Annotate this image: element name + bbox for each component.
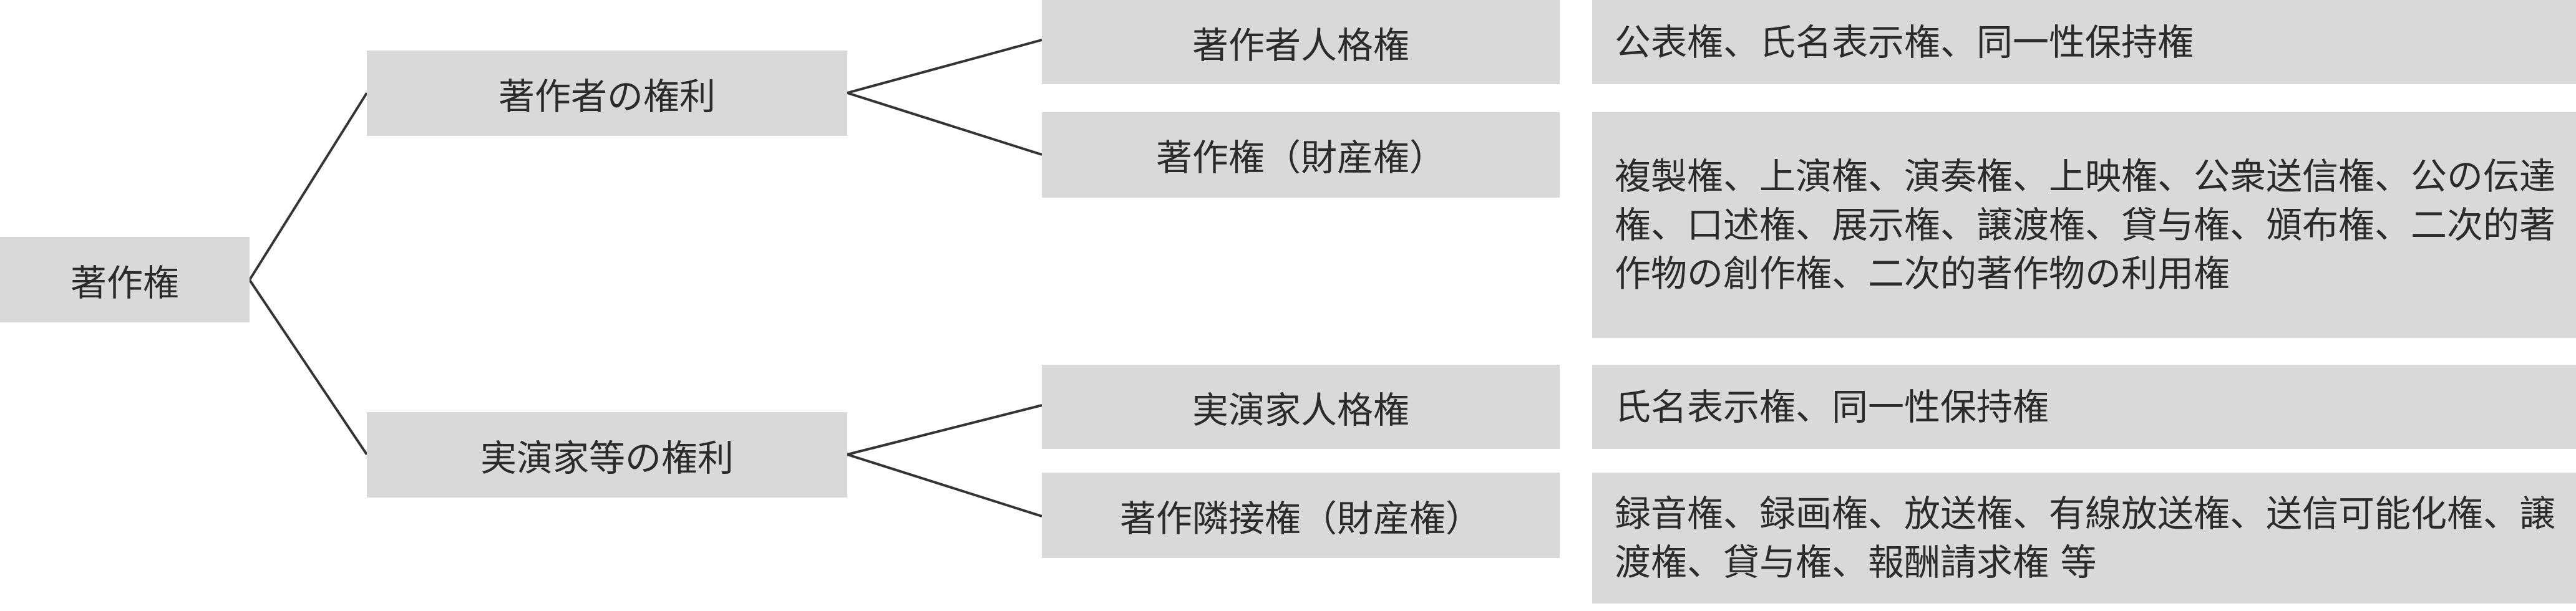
branch-performer-rights: 実演家等の権利: [367, 412, 847, 498]
root-node: 著作権: [0, 237, 250, 322]
branch-author-rights-label: 著作者の権利: [498, 75, 716, 118]
node-copyright-property-label: 著作権（財産権）: [1155, 137, 1446, 179]
node-performer-moral-rights-label: 実演家人格権: [1192, 388, 1409, 431]
desc-author-moral-rights-text: 公表権、氏名表示権、同一性保持権: [1615, 21, 2194, 64]
connector-performer-to-neighboring: [847, 453, 1043, 517]
connector-root-to-author-rights: [248, 92, 368, 281]
node-copyright-property: 著作権（財産権）: [1042, 112, 1560, 198]
desc-neighboring-rights: 録音権、録画権、放送権、有線放送権、送信可能化権、譲渡権、貸与権、報酬請求権 等: [1592, 473, 2576, 604]
desc-author-moral-rights: 公表権、氏名表示権、同一性保持権: [1592, 0, 2576, 84]
node-neighboring-rights: 著作隣接権（財産権）: [1042, 473, 1560, 558]
desc-copyright-property: 複製権、上演権、演奏権、上映権、公衆送信権、公の伝達権、口述権、展示権、譲渡権、…: [1592, 112, 2576, 338]
connector-author-to-property: [847, 92, 1043, 156]
connector-performer-to-moral: [847, 404, 1043, 456]
connector-root-to-performer-rights: [248, 279, 368, 456]
branch-author-rights: 著作者の権利: [367, 51, 847, 136]
desc-performer-moral-rights-text: 氏名表示権、同一性保持権: [1615, 385, 2049, 428]
connector-author-to-moral: [847, 39, 1043, 94]
desc-copyright-property-text: 複製権、上演権、演奏権、上映権、公衆送信権、公の伝達権、口述権、展示権、譲渡権、…: [1615, 155, 2556, 295]
node-neighboring-rights-label: 著作隣接権（財産権）: [1119, 497, 1482, 540]
node-author-moral-rights-label: 著作者人格権: [1192, 24, 1409, 67]
branch-performer-rights-label: 実演家等の権利: [480, 436, 734, 479]
desc-performer-moral-rights: 氏名表示権、同一性保持権: [1592, 365, 2576, 449]
node-performer-moral-rights: 実演家人格権: [1042, 365, 1560, 449]
root-label: 著作権: [70, 261, 179, 304]
node-author-moral-rights: 著作者人格権: [1042, 0, 1560, 84]
desc-neighboring-rights-text: 録音権、録画権、放送権、有線放送権、送信可能化権、譲渡権、貸与権、報酬請求権 等: [1615, 493, 2556, 584]
